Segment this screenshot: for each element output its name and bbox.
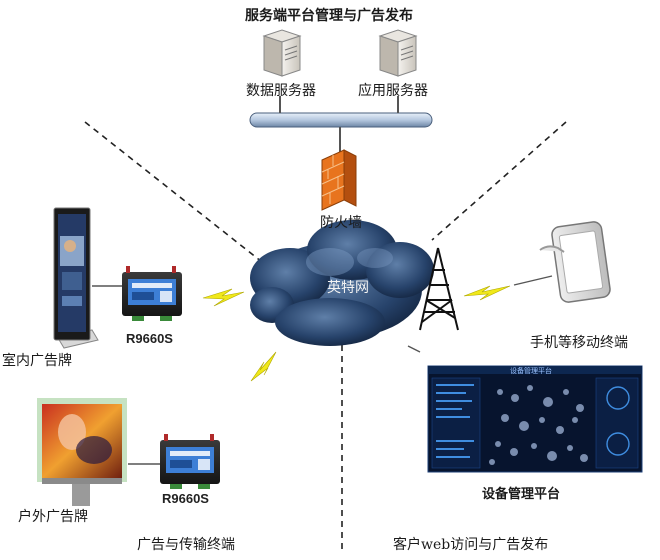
mobile-label: 手机等移动终端 (530, 335, 628, 351)
device-links (92, 275, 553, 465)
firewall-icon (321, 149, 357, 211)
data-server-icon (262, 29, 302, 77)
app-server-label: 应用服务器 (358, 83, 428, 99)
outdoor-billboard (37, 398, 127, 506)
cell-tower-icon (419, 247, 459, 331)
app-server-icon (378, 29, 418, 77)
outdoor-sign-label: 户外广告牌 (18, 509, 88, 525)
device-model-label-1: R9660S (126, 331, 173, 346)
diagram-title: 服务端平台管理与广告发布 (245, 8, 413, 24)
tablet-icon (539, 221, 611, 303)
r9660s-device-1 (122, 266, 182, 321)
platform-screen (427, 365, 643, 473)
footer-left-label: 广告与传输终端 (137, 537, 235, 553)
wireless-signal-bolts (202, 285, 511, 382)
indoor-sign-kiosk (53, 207, 99, 349)
platform-screen-title: 设备管理平台 (510, 367, 552, 375)
indoor-sign-label: 室内广告牌 (2, 353, 72, 369)
device-model-label-2: R9660S (162, 491, 209, 506)
internet-cloud (250, 220, 434, 346)
server-bus (249, 96, 433, 152)
footer-right-label: 客户web访问与广告发布 (393, 537, 549, 553)
platform-label: 设备管理平台 (482, 487, 561, 502)
divider-lines (84, 121, 567, 552)
data-server-label: 数据服务器 (246, 83, 316, 99)
cloud-label: 英特网 (327, 280, 369, 296)
r9660s-device-2 (160, 434, 220, 489)
firewall-label: 防火墙 (320, 215, 362, 231)
